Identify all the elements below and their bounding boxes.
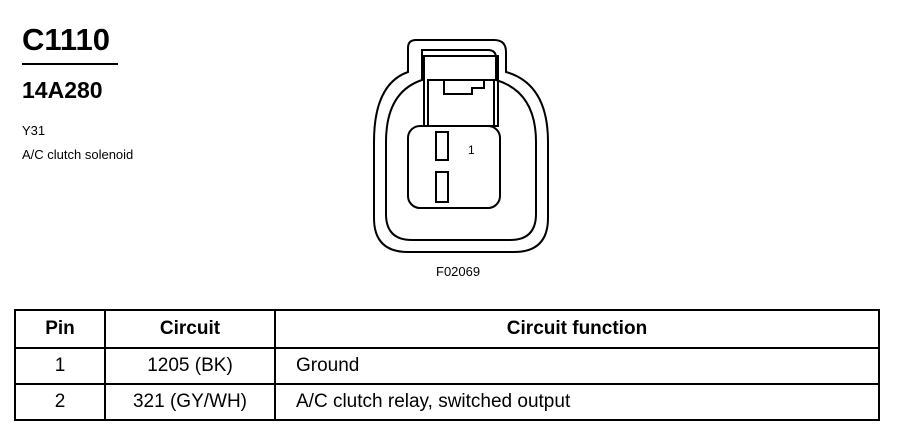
table-row: 1 1205 (BK) Ground bbox=[14, 347, 880, 385]
header-circuit: Circuit bbox=[104, 309, 276, 349]
connector-inner-housing bbox=[385, 49, 537, 241]
terminal-face bbox=[407, 125, 501, 209]
table-header-row: Pin Circuit Circuit function bbox=[14, 309, 880, 349]
title-underline bbox=[22, 63, 118, 65]
figure-id: F02069 bbox=[436, 264, 481, 279]
cell-pin: 1 bbox=[14, 347, 106, 385]
terminal-pin-1 bbox=[435, 131, 449, 161]
header-circuit-function: Circuit function bbox=[274, 309, 880, 349]
cell-pin: 2 bbox=[14, 383, 106, 421]
connector-description: A/C clutch solenoid bbox=[22, 147, 134, 162]
cell-function: Ground bbox=[274, 347, 880, 385]
header-pin: Pin bbox=[14, 309, 106, 349]
part-number: 14A280 bbox=[22, 77, 103, 103]
cell-circuit: 321 (GY/WH) bbox=[104, 383, 276, 421]
connector-id: C1110 bbox=[22, 22, 110, 57]
terminal-pin-2 bbox=[435, 171, 449, 203]
table-row: 2 321 (GY/WH) A/C clutch relay, switched… bbox=[14, 383, 880, 421]
cell-function: A/C clutch relay, switched output bbox=[274, 383, 880, 421]
locking-tab-outer bbox=[423, 55, 499, 127]
connector-outer-housing bbox=[373, 39, 549, 253]
pinout-table: Pin Circuit Circuit function 1 1205 (BK)… bbox=[14, 309, 880, 421]
locking-tab-notch bbox=[443, 80, 485, 95]
pin-1-label: 1 bbox=[468, 143, 475, 157]
connector-location: Y31 bbox=[22, 123, 46, 138]
connector-face-diagram: 1 bbox=[373, 39, 549, 253]
cell-circuit: 1205 (BK) bbox=[104, 347, 276, 385]
